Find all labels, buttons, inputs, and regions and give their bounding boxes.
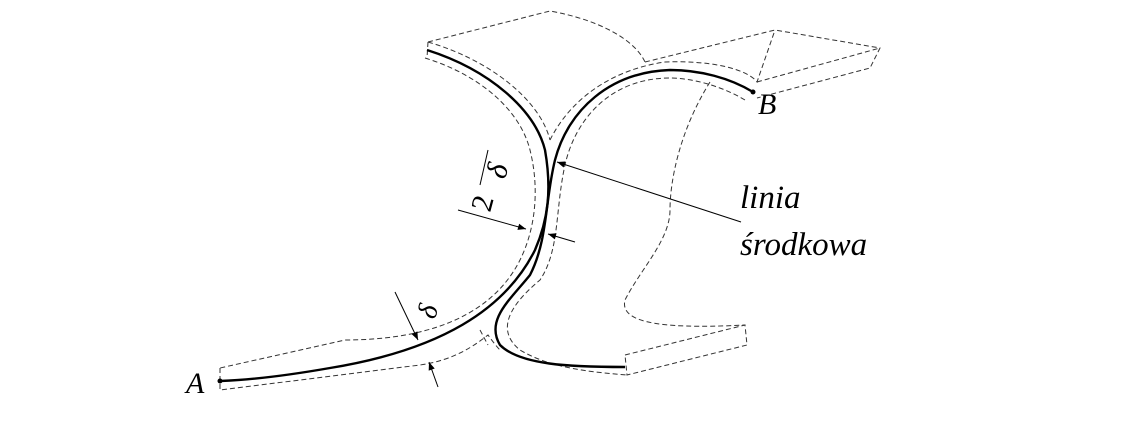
thickness-dim-top: [394, 291, 419, 341]
centerline-leader: [556, 161, 742, 223]
point-a-label: A: [184, 367, 205, 400]
left-arc-inner: [219, 57, 536, 369]
point-b-label: B: [758, 88, 776, 121]
bottom-right-flange: [624, 324, 748, 376]
point-a-marker: [217, 378, 223, 384]
centerline-solid: [219, 48, 754, 383]
bottom-left-flange: [219, 329, 501, 391]
half-thickness-symbol: δ: [480, 159, 516, 182]
half-thickness-dim-left: [457, 209, 527, 230]
top-right-flange: [644, 29, 881, 99]
left-arc-outer: [427, 41, 551, 141]
half-thickness-dim-right: [547, 233, 576, 243]
right-arc-centerline: [494, 68, 754, 369]
top-left-flange-outline: [427, 10, 646, 63]
point-b-marker: [750, 89, 756, 95]
left-arc-centerline: [219, 48, 550, 383]
section-outline-dashed: [219, 10, 881, 391]
dimensions: [394, 149, 742, 388]
thickness-dim-bottom: [428, 361, 439, 388]
centerline-label-line2: środkowa: [740, 227, 867, 263]
right-arc-inner: [506, 77, 746, 376]
half-thickness-divisor: 2: [465, 192, 501, 215]
thickness-symbol: δ: [412, 300, 446, 322]
centerline-label-line1: linia: [740, 180, 801, 216]
right-arc-outer: [549, 29, 881, 141]
half-thickness-fraction-bar: [479, 149, 489, 186]
